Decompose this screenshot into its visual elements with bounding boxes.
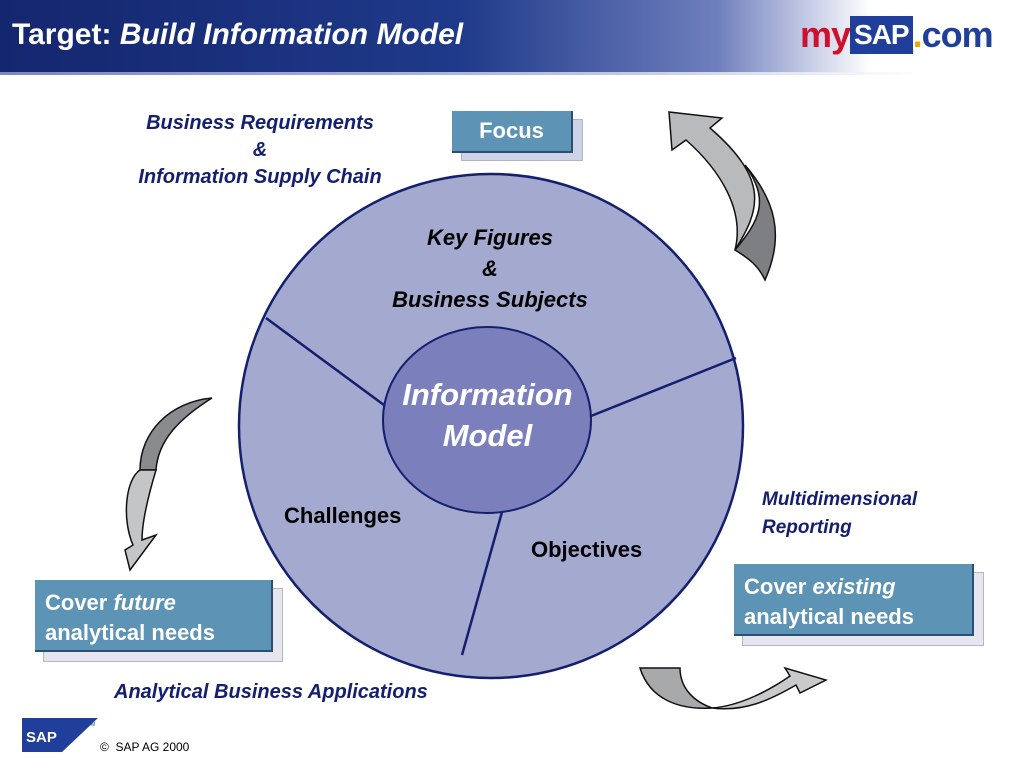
center-line: Model bbox=[442, 418, 533, 453]
slide-title: Target: Build Information Model bbox=[12, 18, 463, 52]
label-line: Information Supply Chain bbox=[138, 166, 382, 188]
logo-trademark: TM bbox=[905, 50, 914, 56]
logo-my: my bbox=[800, 14, 851, 55]
focus-box: Focus bbox=[452, 111, 573, 153]
multidimensional-reporting-label: Multidimensional Reporting bbox=[762, 486, 917, 542]
cover-future-box: Cover future analytical needs bbox=[35, 580, 273, 652]
logo-com: com bbox=[921, 14, 994, 55]
title-prefix: Target: bbox=[12, 18, 112, 51]
sap-logo-text: SAP bbox=[26, 729, 57, 746]
segment-line: & bbox=[482, 256, 498, 281]
copyright-text: SAP AG 2000 bbox=[115, 740, 190, 754]
curved-arrow-icon bbox=[124, 397, 213, 572]
cover-emphasis: existing bbox=[812, 574, 896, 599]
label-line: Reporting bbox=[762, 517, 852, 538]
cover-emphasis: future bbox=[113, 590, 176, 615]
logo-dot: . bbox=[912, 14, 923, 55]
cover-prefix: Cover bbox=[45, 590, 114, 615]
cover-suffix: analytical needs bbox=[744, 604, 914, 629]
divider-right bbox=[590, 356, 737, 418]
center-label: Information Model bbox=[385, 374, 590, 456]
segment-line: Business Subjects bbox=[392, 287, 588, 312]
analytical-applications-label: Analytical Business Applications bbox=[114, 681, 428, 703]
segment-challenges: Challenges bbox=[284, 503, 402, 528]
cover-existing-box: Cover existing analytical needs bbox=[734, 564, 974, 636]
curved-arrow-icon bbox=[668, 111, 777, 282]
copyright: © SAP AG 2000 bbox=[100, 740, 189, 754]
segment-key-figures: Key Figures & Business Subjects bbox=[360, 222, 620, 315]
label-line: & bbox=[252, 139, 268, 161]
cover-suffix: analytical needs bbox=[45, 620, 215, 645]
center-line: Information bbox=[402, 377, 573, 412]
divider-left bbox=[265, 316, 389, 410]
segment-objectives: Objectives bbox=[531, 537, 643, 562]
sap-logo: SAP TM bbox=[22, 718, 98, 752]
segment-line: Key Figures bbox=[427, 225, 553, 250]
title-bar-rule bbox=[0, 72, 1024, 75]
divider-bottom bbox=[460, 511, 504, 656]
sap-logo-tm: TM bbox=[88, 722, 95, 728]
curved-arrow-icon bbox=[638, 666, 829, 710]
label-line: Business Requirements bbox=[146, 112, 374, 134]
logo-sap: SAP bbox=[850, 16, 913, 54]
business-requirements-label: Business Requirements & Information Supp… bbox=[115, 110, 405, 191]
title-emphasis: Build Information Model bbox=[119, 18, 464, 51]
copyright-symbol: © bbox=[100, 740, 109, 754]
cover-prefix: Cover bbox=[744, 574, 813, 599]
label-line: Multidimensional bbox=[762, 489, 918, 510]
center-circle bbox=[382, 326, 592, 514]
